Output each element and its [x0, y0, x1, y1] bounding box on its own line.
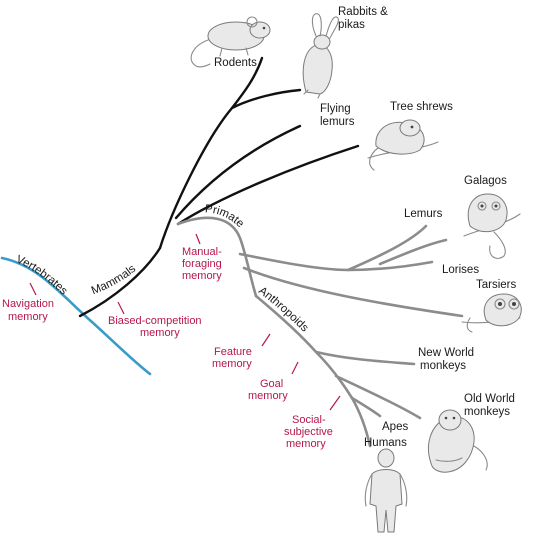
vertebrate-branch — [0, 256, 152, 376]
memory-biased-line1: Biased-competition — [108, 315, 202, 327]
memory-social-line3: memory — [286, 438, 326, 450]
branch-apes — [350, 396, 382, 418]
taxon-flying-lemurs-line1: Flying — [320, 103, 351, 115]
branch-lower-primates — [238, 252, 434, 272]
monkey-icon — [428, 409, 488, 473]
taxon-rabbits-line2: pikas — [338, 19, 365, 31]
taxon-lorises: Lorises — [442, 264, 479, 276]
branch-rodents — [158, 56, 264, 250]
taxon-flying-lemurs-line2: lemurs — [320, 116, 355, 128]
galago-icon — [463, 193, 521, 259]
branch-lemurs — [346, 224, 428, 272]
memory-biased-line2: memory — [140, 327, 180, 339]
tick-social-subjective — [329, 395, 341, 411]
mammal-trunk — [78, 246, 162, 318]
taxon-galagos: Galagos — [464, 175, 507, 187]
taxon-tarsiers: Tarsiers — [476, 279, 517, 291]
branch-humans — [350, 396, 372, 448]
taxon-rodents: Rodents — [214, 57, 257, 69]
branch-tarsiers — [242, 266, 464, 318]
label-vertebrates: Vertebrates — [14, 254, 69, 298]
branch-flying-lemurs — [174, 124, 302, 220]
tick-manual-foraging — [195, 233, 201, 245]
branch-rabbits — [230, 88, 302, 110]
branch-tree-shrews — [176, 144, 360, 226]
rat-icon — [190, 16, 271, 68]
branch-new-world-monkeys — [314, 350, 416, 366]
tarsier-icon — [461, 293, 522, 333]
branch-old-world-monkeys — [334, 374, 422, 420]
taxon-old-world-monkeys-line1: Old World — [464, 393, 515, 405]
memory-manual-line3: memory — [182, 270, 222, 282]
tick-feature — [261, 333, 271, 347]
memory-navigation-line2: memory — [8, 311, 48, 323]
mammal-branches — [78, 56, 360, 318]
memory-manual-line1: Manual- — [182, 246, 222, 258]
memory-feature-line1: Feature — [214, 346, 252, 358]
taxon-rabbits-line1: Rabbits & — [338, 6, 388, 18]
tick-goal — [291, 361, 299, 375]
label-anthropoids: Anthropoids — [256, 285, 310, 335]
taxon-humans: Humans — [364, 437, 407, 449]
memory-goal-line1: Goal — [260, 378, 283, 390]
memory-manual-line2: foraging — [182, 258, 222, 270]
branch-galagos — [378, 238, 448, 266]
tick-navigation — [29, 282, 37, 296]
memory-navigation-line1: Navigation — [2, 298, 54, 310]
memory-goal-line2: memory — [248, 390, 288, 402]
tick-biased-competition — [117, 301, 125, 315]
rabbit-icon — [302, 13, 339, 99]
memory-feature-line2: memory — [212, 358, 252, 370]
taxon-apes: Apes — [382, 421, 408, 433]
tree-shrew-icon — [367, 119, 439, 171]
primate-branches — [176, 216, 464, 448]
taxon-tree-shrews: Tree shrews — [390, 101, 453, 113]
memory-social-line1: Social- — [292, 414, 326, 426]
taxon-new-world-monkeys-line2: monkeys — [420, 360, 466, 372]
human-icon — [364, 448, 408, 533]
memory-social-line2: subjective — [284, 426, 333, 438]
taxon-old-world-monkeys-line2: monkeys — [464, 406, 510, 418]
taxon-new-world-monkeys-line1: New World — [418, 347, 474, 359]
taxon-lemurs: Lemurs — [404, 208, 443, 220]
primate-trunk — [176, 216, 258, 298]
